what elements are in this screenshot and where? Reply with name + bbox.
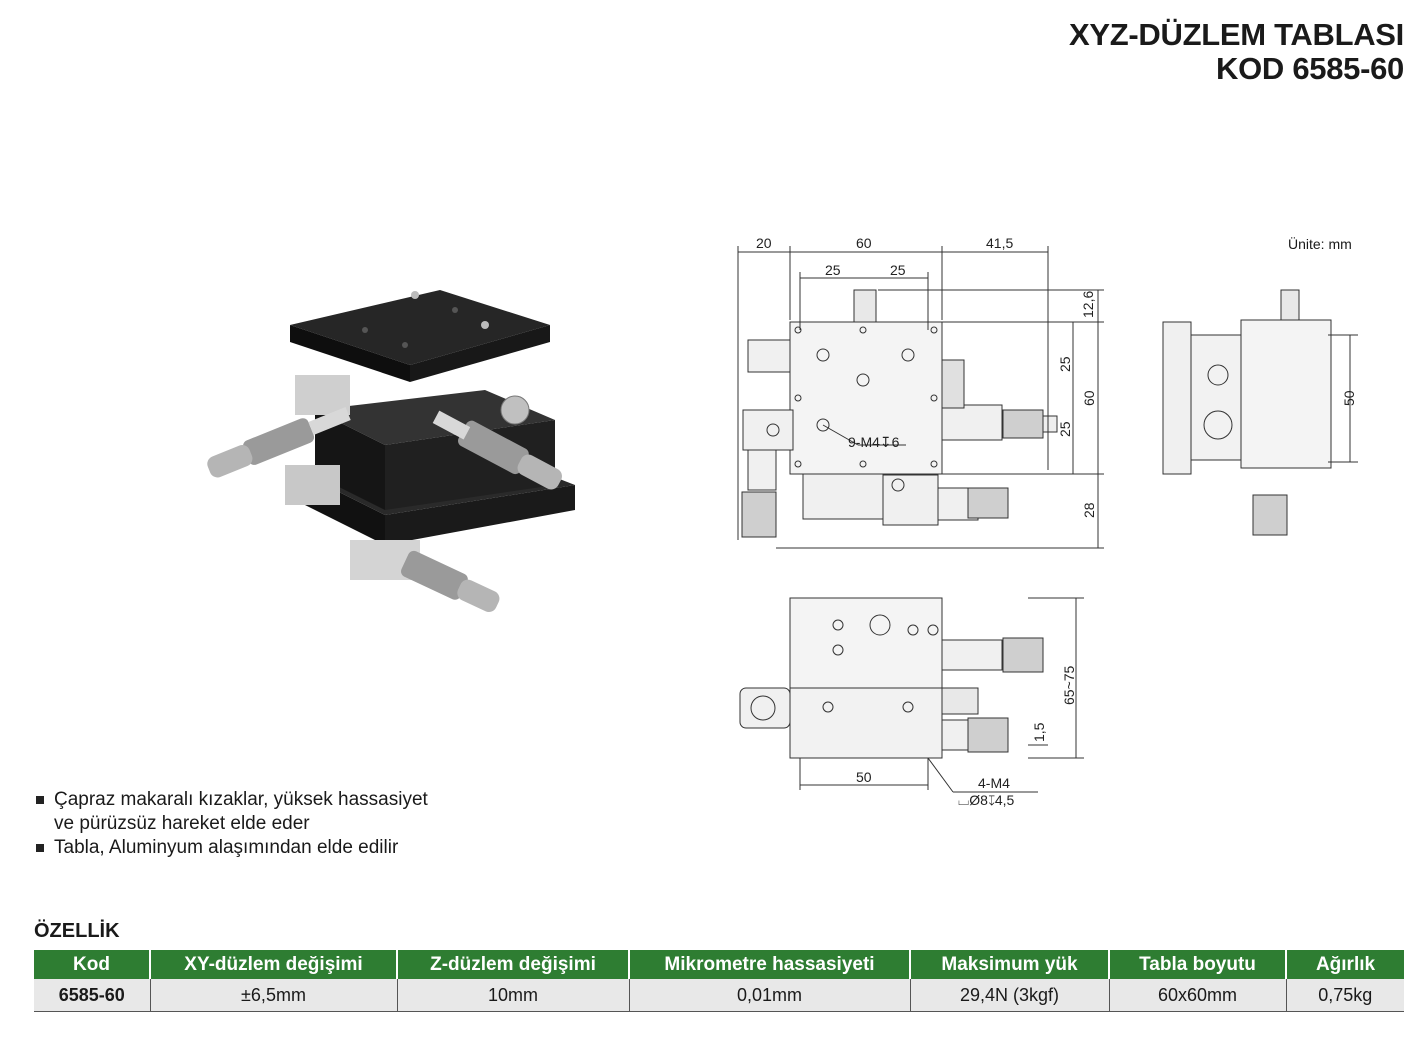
cell-code: 6585-60 bbox=[34, 979, 151, 1012]
header-max-load: Maksimum yük bbox=[910, 950, 1110, 979]
cell-weight: 0,75kg bbox=[1286, 979, 1404, 1012]
page-title: XYZ-DÜZLEM TABLASI KOD 6585-60 bbox=[1069, 18, 1404, 86]
dim-1-5: 1,5 bbox=[1031, 722, 1047, 742]
header-micrometer: Mikrometre hassasiyeti bbox=[629, 950, 911, 979]
title-line-product: XYZ-DÜZLEM TABLASI bbox=[1069, 17, 1404, 52]
cell-table-size: 60x60mm bbox=[1109, 979, 1287, 1012]
unit-label: Ünite: mm bbox=[1288, 236, 1352, 252]
note-counterbore: ⌴Ø8↧4,5 bbox=[958, 792, 1015, 808]
dim-65-75: 65~75 bbox=[1061, 665, 1077, 705]
feature-item-continuation: ve pürüzsüz hareket elde eder bbox=[54, 813, 310, 834]
title-line-code: KOD 6585-60 bbox=[1216, 51, 1404, 86]
dim-60-right: 60 bbox=[1081, 390, 1097, 406]
header-weight: Ağırlık bbox=[1286, 950, 1404, 979]
header-kod: Kod bbox=[34, 950, 151, 979]
bullet-square-icon bbox=[36, 796, 44, 804]
hole-note: 9-M4↧6 bbox=[848, 434, 900, 450]
header-table-size: Tabla boyutu bbox=[1109, 950, 1287, 979]
dim-41-5: 41,5 bbox=[986, 235, 1013, 251]
technical-drawing: 20 60 41,5 25 25 12,6 25 25 60 28 9-M4↧6… bbox=[728, 230, 1408, 820]
spec-table: Kod XY-düzlem değişimi Z-düzlem değişimi… bbox=[34, 950, 1404, 1012]
note-4m4: 4-M4 bbox=[978, 775, 1010, 791]
spec-section-title: ÖZELLİK bbox=[34, 920, 120, 942]
dim-60-top: 60 bbox=[856, 235, 872, 251]
dim-25-a: 25 bbox=[825, 262, 841, 278]
dim-25-b: 25 bbox=[890, 262, 906, 278]
cell-max-load: 29,4N (3kgf) bbox=[910, 979, 1110, 1012]
cell-xy: ±6,5mm bbox=[150, 979, 398, 1012]
table-row: 6585-60 ±6,5mm 10mm 0,01mm 29,4N (3kgf) … bbox=[34, 979, 1404, 1012]
dim-50-side: 50 bbox=[1341, 390, 1357, 406]
feature-item: Tabla, Aluminyum alaşımından elde edilir bbox=[34, 836, 428, 860]
dim-25-right-b: 25 bbox=[1057, 421, 1073, 437]
header-z: Z-düzlem değişimi bbox=[397, 950, 630, 979]
feature-item: Çapraz makaralı kızaklar, yüksek hassasi… bbox=[34, 788, 428, 812]
cell-z: 10mm bbox=[397, 979, 630, 1012]
header-xy: XY-düzlem değişimi bbox=[150, 950, 398, 979]
feature-list: Çapraz makaralı kızaklar, yüksek hassasi… bbox=[34, 788, 428, 860]
cell-micrometer: 0,01mm bbox=[629, 979, 911, 1012]
dim-50-bottom: 50 bbox=[856, 769, 872, 785]
dim-25-right-a: 25 bbox=[1057, 356, 1073, 372]
product-photo bbox=[185, 270, 585, 620]
spec-header-row: Kod XY-düzlem değişimi Z-düzlem değişimi… bbox=[34, 950, 1404, 979]
dim-28: 28 bbox=[1081, 502, 1097, 518]
bullet-square-icon bbox=[36, 844, 44, 852]
dim-20: 20 bbox=[756, 235, 772, 251]
dim-12-6: 12,6 bbox=[1080, 291, 1096, 318]
